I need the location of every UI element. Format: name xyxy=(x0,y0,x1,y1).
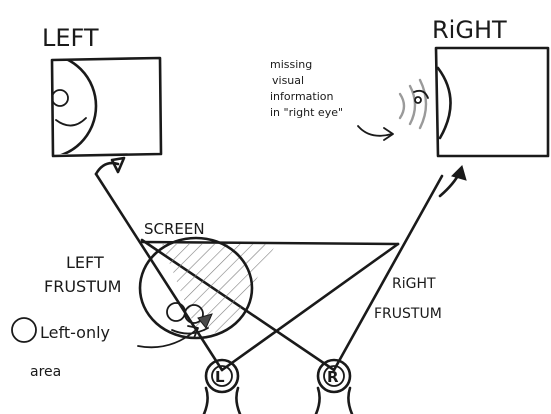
missing-note-arrowhead xyxy=(383,127,394,141)
left-frustum-edge-right xyxy=(220,242,400,372)
eye-right-letter: R xyxy=(327,368,339,386)
legend-label-1: Left-only xyxy=(40,323,110,342)
screen-label: SCREEN xyxy=(144,220,205,238)
frustum-lines xyxy=(94,156,467,372)
face-partial-right xyxy=(436,66,452,140)
right-view-frame xyxy=(434,46,550,158)
left-view-frame xyxy=(50,56,163,158)
left-view-arrowhead xyxy=(110,156,126,174)
right-frustum-label-1: RiGHT xyxy=(392,276,436,292)
right-frustum-edge-right xyxy=(332,174,444,372)
missing-note-line-4: in "right eye" xyxy=(270,106,343,119)
left-frustum-label-1: LEFT xyxy=(66,253,104,272)
legend: Left-only area xyxy=(11,317,199,380)
left-view-label: LEFT xyxy=(42,24,99,52)
missing-info-note: missing visual information in "right eye… xyxy=(270,58,394,141)
right-view-label: RiGHT xyxy=(432,16,507,44)
right-view-arrowhead xyxy=(451,165,467,181)
missing-note-line-2: visual xyxy=(272,74,304,87)
eye-left-icon: L xyxy=(202,358,242,414)
screen-line xyxy=(140,240,400,246)
face-partial-left xyxy=(52,60,98,154)
missing-note-line-3: information xyxy=(270,90,334,103)
eye-right-icon: R xyxy=(314,358,354,414)
legend-pointer-arrow xyxy=(137,329,197,349)
left-only-area xyxy=(138,236,276,340)
missing-note-arrow xyxy=(357,125,393,137)
missing-info-arcs xyxy=(398,78,429,130)
left-eye-view xyxy=(50,56,163,158)
left-frustum-label-2: FRUSTUM xyxy=(44,277,121,296)
missing-note-line-1: missing xyxy=(270,58,312,71)
right-eye-view xyxy=(398,46,550,158)
eye-left-letter: L xyxy=(215,368,225,386)
right-frustum-label-2: FRUSTUM xyxy=(374,306,442,322)
left-view-arrow xyxy=(94,161,120,176)
hatched-circle-icon xyxy=(11,317,37,343)
legend-pointer-arrowhead xyxy=(187,325,199,339)
legend-label-2: area xyxy=(30,364,61,380)
